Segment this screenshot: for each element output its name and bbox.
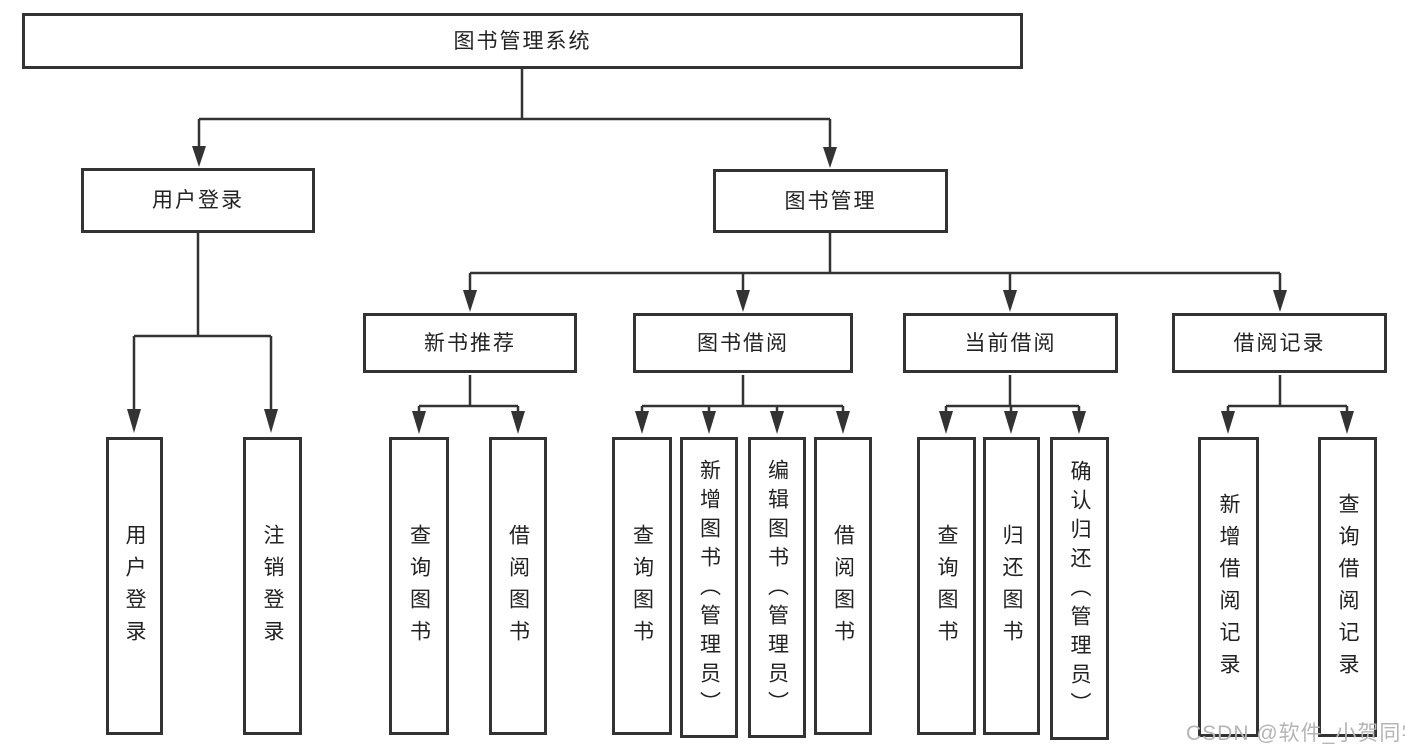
csdn-watermark: CSDN @软件_小贺同学 [1186, 722, 1405, 745]
node-leaf-query-books-recommend: 查询图书 [389, 437, 449, 735]
node-leaf-query-books-borrowing: 查询图书 [612, 437, 672, 735]
node-leaf-add-borrow-record: 新增借阅记录 [1198, 437, 1259, 737]
node-new-book-recommendation: 新书推荐 [363, 313, 577, 373]
node-leaf-return-books: 归还图书 [983, 437, 1040, 735]
node-library-management-system: 图书管理系统 [22, 13, 1023, 69]
node-current-borrowing: 当前借阅 [903, 313, 1118, 373]
node-borrowing-records: 借阅记录 [1172, 313, 1387, 373]
node-book-borrowing: 图书借阅 [633, 313, 853, 373]
node-leaf-query-borrow-record: 查询借阅记录 [1318, 437, 1377, 737]
node-leaf-query-books-current: 查询图书 [917, 437, 976, 735]
node-leaf-borrow-books: 借阅图书 [814, 437, 872, 735]
node-leaf-user-login: 用户登录 [106, 437, 163, 735]
node-book-management: 图书管理 [713, 169, 948, 233]
node-leaf-confirm-return-admin: 确认归还（管理员） [1050, 437, 1109, 740]
node-user-login: 用户登录 [81, 168, 315, 233]
node-leaf-borrow-books-recommend: 借阅图书 [489, 437, 547, 735]
node-leaf-edit-books-admin: 编辑图书（管理员） [748, 437, 806, 738]
node-leaf-logout: 注销登录 [243, 437, 302, 735]
node-leaf-add-books-admin: 新增图书（管理员） [680, 437, 738, 738]
